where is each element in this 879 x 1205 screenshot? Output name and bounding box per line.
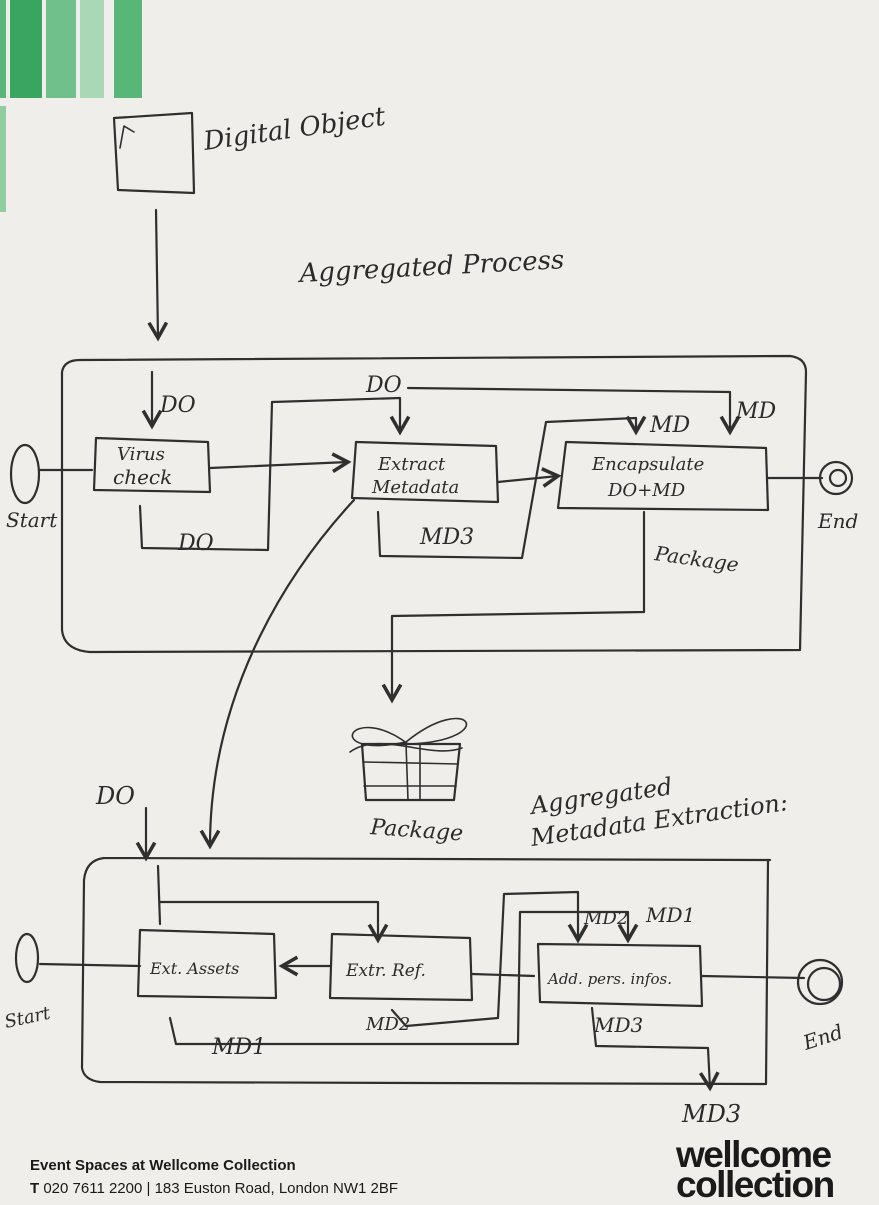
green-stripe bbox=[0, 0, 6, 98]
md-input-connector bbox=[406, 386, 741, 436]
ext-assets-task bbox=[136, 928, 278, 1000]
start-to-assets-flow bbox=[38, 962, 142, 968]
md1-input-label: MD1 bbox=[645, 903, 695, 927]
end-event-top-inner bbox=[828, 468, 848, 488]
md3-label-bottom: MD3 bbox=[593, 1013, 643, 1037]
md2-input-label: MD2 bbox=[583, 908, 628, 929]
md3-output-connector bbox=[590, 1006, 720, 1092]
add-pers-infos-label: Add. pers. infos. bbox=[546, 970, 672, 988]
metadata-extraction-frame bbox=[80, 856, 772, 1086]
aggregated-process-frame bbox=[60, 354, 808, 654]
extract-metadata-label-2: Metadata bbox=[371, 477, 459, 498]
md3-label: MD3 bbox=[419, 525, 474, 550]
end-label-bottom: End bbox=[799, 1019, 846, 1055]
brand-line-2: collection bbox=[676, 1164, 835, 1205]
md3-output-label: MD3 bbox=[681, 1100, 741, 1128]
do-input-label: DO bbox=[159, 393, 196, 418]
do-distribution-connector bbox=[156, 864, 378, 940]
ext-ref-task bbox=[328, 932, 474, 1002]
footer-contact: T 020 7611 2200 | 183 Euston Road, Londo… bbox=[30, 1180, 398, 1197]
end-event-bottom-outer bbox=[796, 958, 844, 1006]
extract-to-subprocess-connector bbox=[199, 498, 356, 850]
object-to-process-arrow bbox=[147, 208, 169, 342]
digital-object-fold-icon bbox=[119, 125, 135, 149]
package-output-flow bbox=[381, 510, 646, 704]
end-event-bottom-inner bbox=[806, 966, 842, 1002]
green-stripe bbox=[10, 0, 42, 98]
encapsulate-task bbox=[556, 440, 770, 512]
brand-line-1: wellcome bbox=[676, 1134, 832, 1175]
md3-loop-connector bbox=[376, 415, 647, 560]
do-loop-label: DO bbox=[177, 531, 214, 556]
ref-to-add-flow bbox=[470, 972, 536, 978]
extract-metadata-label-1: Extract bbox=[377, 454, 446, 475]
phone-prefix: T bbox=[30, 1180, 40, 1197]
do-loop-connector bbox=[138, 396, 411, 552]
md2-loop-connector bbox=[390, 890, 589, 1028]
virus-to-extract-flow bbox=[208, 452, 352, 473]
virus-check-task bbox=[92, 436, 212, 494]
md-input-label-2: MD bbox=[735, 399, 777, 424]
aggregated-process-title: Aggregated Process bbox=[297, 245, 565, 289]
do-to-extract-label: DO bbox=[365, 373, 402, 398]
do-input-label-bottom: DO bbox=[95, 782, 135, 810]
ext-ref-label: Extr. Ref. bbox=[345, 961, 426, 981]
encapsulate-label-1: Encapsulate bbox=[591, 454, 704, 475]
package-icon-label: Package bbox=[369, 815, 464, 846]
start-event-top bbox=[9, 443, 41, 505]
end-label-top: End bbox=[817, 509, 858, 533]
start-label-bottom: Start bbox=[3, 1003, 53, 1033]
virus-check-label-1: Virus bbox=[117, 444, 165, 465]
digital-object-label: Digital Object bbox=[201, 102, 388, 157]
extract-to-encapsulate-flow bbox=[496, 467, 562, 488]
address: | 183 Euston Road, London NW1 2BF bbox=[146, 1180, 399, 1197]
encapsulate-label-2: DO+MD bbox=[607, 480, 686, 501]
package-flow-label: Package bbox=[652, 541, 740, 577]
virus-check-label-2: check bbox=[113, 465, 172, 489]
green-stripe bbox=[46, 0, 76, 98]
ext-assets-label: Ext. Assets bbox=[149, 959, 239, 978]
md1-loop-connector bbox=[168, 910, 639, 1046]
start-label-top: Start bbox=[6, 508, 58, 532]
digital-object-box bbox=[112, 111, 196, 195]
md1-label: MD1 bbox=[211, 1035, 266, 1060]
start-event-bottom bbox=[14, 932, 40, 984]
extract-metadata-task bbox=[350, 440, 500, 504]
package-icon bbox=[349, 717, 468, 802]
green-stripe bbox=[0, 106, 6, 212]
green-stripe bbox=[80, 0, 104, 98]
footer-title: Event Spaces at Wellcome Collection bbox=[30, 1157, 296, 1174]
green-stripe bbox=[114, 0, 142, 98]
phone-number: 020 7611 2200 bbox=[43, 1180, 143, 1197]
add-pers-infos-task bbox=[536, 942, 704, 1008]
end-event-top-outer bbox=[818, 460, 854, 496]
md-input-label-1: MD bbox=[649, 413, 691, 438]
add-to-end-flow bbox=[700, 974, 806, 980]
wellcome-collection-logo: wellcome collection bbox=[676, 1134, 876, 1205]
